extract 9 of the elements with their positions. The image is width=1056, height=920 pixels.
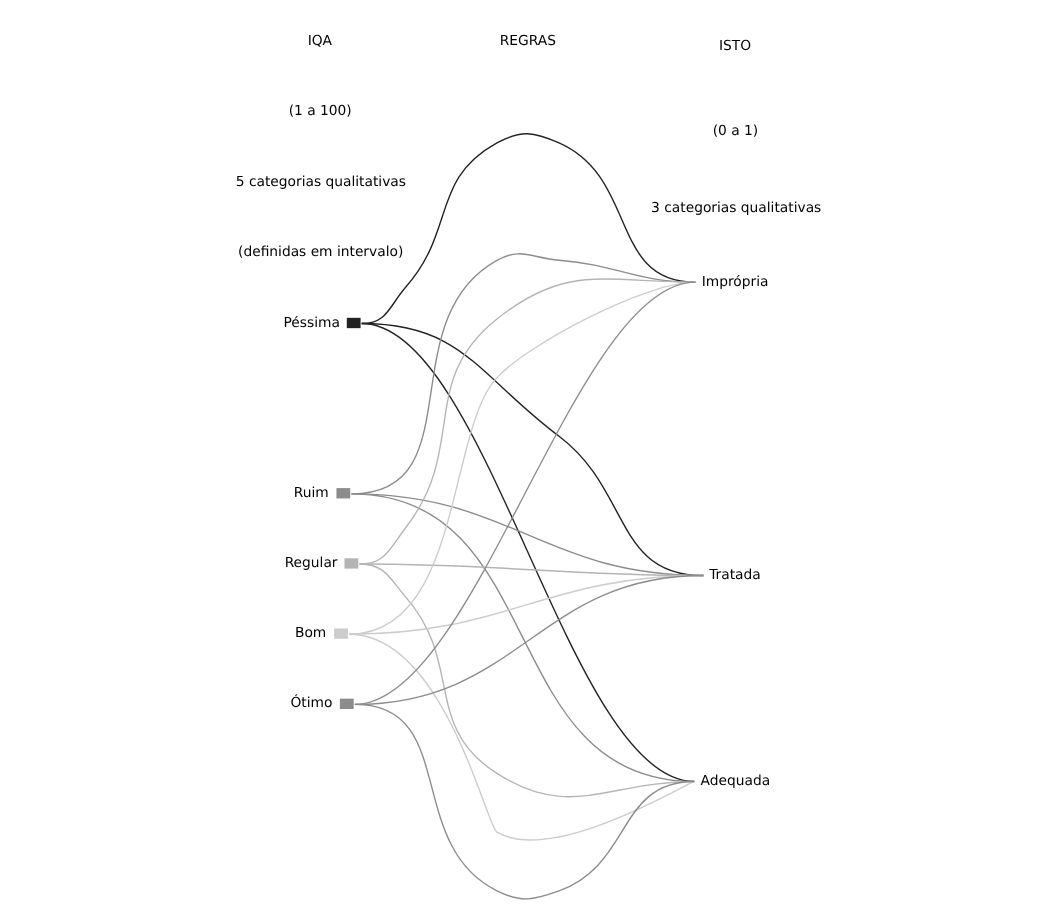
node-box [334, 628, 348, 639]
node-box [346, 317, 361, 329]
node-box [336, 488, 351, 499]
connector [348, 633, 695, 841]
node-box [344, 558, 359, 569]
connector [361, 322, 695, 783]
node-box [339, 698, 354, 709]
connector [354, 703, 695, 900]
connector [354, 281, 697, 706]
